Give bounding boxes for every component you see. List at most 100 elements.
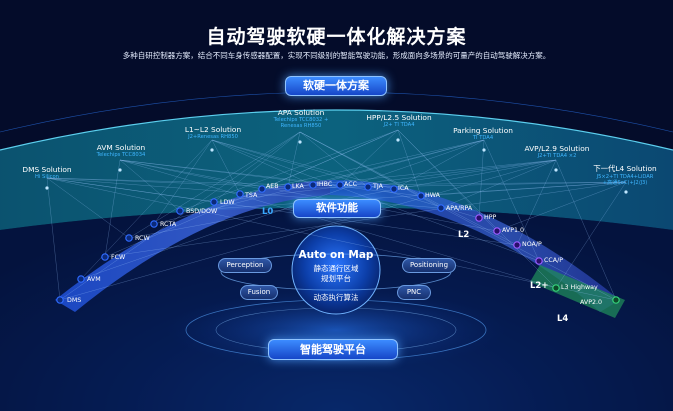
module-perception: Perception — [218, 258, 272, 273]
connection-line-14 — [119, 159, 557, 289]
core-title: Auto on Map — [298, 249, 374, 261]
connection-line-55 — [339, 181, 627, 186]
feature-l3-highway: L3 Highway — [561, 284, 598, 291]
feature-dot-14 — [417, 192, 425, 200]
feature-bsd-dow: BSD/DOW — [186, 208, 218, 215]
feature-dot-19 — [535, 257, 543, 265]
connection-line-49 — [440, 159, 557, 209]
globe — [291, 225, 381, 315]
module-pnc: PNC — [397, 285, 431, 300]
feature-dot-1 — [77, 275, 85, 283]
feature-tsa: TSA — [245, 192, 258, 199]
connection-line-23 — [128, 131, 301, 239]
feature-dot-13 — [390, 185, 398, 193]
feature-acc: ACC — [344, 181, 357, 188]
connection-line-3 — [46, 177, 289, 188]
solution-anchor-6 — [554, 168, 558, 172]
feature-dot-8 — [258, 185, 266, 193]
connection-line-39 — [239, 139, 485, 195]
connection-line-19 — [211, 139, 395, 190]
feature-dot-2 — [101, 253, 109, 261]
connection-line-0 — [46, 177, 61, 301]
core-line2: 规划平台 — [321, 274, 351, 283]
feature-lka: LKA — [292, 183, 304, 190]
feature-dot-3 — [125, 234, 133, 242]
platform-pill: 智能驾驶平台 — [268, 339, 398, 360]
feature-dot-18 — [513, 241, 521, 249]
connection-line-25 — [287, 131, 301, 188]
connection-line-44 — [59, 159, 557, 301]
platform-glow — [166, 290, 506, 370]
connection-line-1 — [46, 177, 130, 239]
feature-dms: DMS — [67, 297, 82, 304]
feature-dot-16 — [475, 214, 483, 222]
level-l4: L4 — [557, 314, 569, 324]
feature-dot-12 — [364, 183, 372, 191]
connection-line-26 — [299, 131, 369, 188]
feature-dot-11 — [336, 181, 344, 189]
connection-line-34 — [397, 129, 422, 197]
feature-dot-6 — [210, 198, 218, 206]
solution-avm: AVM Solution Telechips TCC8034 — [96, 143, 146, 158]
feature-dot-15 — [437, 204, 445, 212]
connection-line-48 — [367, 159, 557, 188]
feature-dot-4 — [150, 220, 158, 228]
connection-line-58 — [555, 181, 627, 289]
connection-line-46 — [213, 159, 557, 203]
connection-line-54 — [261, 181, 627, 190]
solution-anchor-4 — [396, 138, 400, 142]
connection-line-12 — [119, 159, 422, 197]
connection-line-9 — [119, 159, 181, 212]
solution-anchor-1 — [118, 168, 122, 172]
solution-dms: DMS Solution Hi Silicon — [22, 165, 72, 180]
connection-line-32 — [261, 129, 399, 190]
solution-anchor-5 — [482, 148, 486, 152]
connection-line-53 — [179, 181, 627, 212]
connection-line-31 — [179, 129, 399, 212]
connection-line-7 — [46, 177, 617, 301]
connection-line-24 — [213, 131, 301, 203]
connection-line-22 — [59, 131, 301, 301]
solution-next-l4: 下一代L4 Solution J5×2+TI TDA4+LiDAR +高通SoC… — [593, 164, 657, 186]
page-title: 自动驾驶软硬一体化解决方案 — [206, 26, 467, 48]
level-l0: L0 — [262, 207, 274, 217]
connection-line-16 — [153, 139, 213, 225]
connection-line-41 — [393, 139, 485, 190]
solution-l1-l2: L1~L2 Solution J2+Renesas RH850 — [184, 125, 242, 140]
connection-line-28 — [299, 131, 518, 246]
feature-ihbc: IHBC — [317, 181, 333, 188]
module-positioning: Positioning — [402, 258, 456, 273]
module-fusion: Fusion — [240, 285, 278, 300]
connection-line-29 — [299, 131, 617, 301]
connection-line-17 — [211, 139, 241, 195]
software-pill: 软件功能 — [293, 199, 381, 218]
l2plus-band — [530, 265, 625, 318]
feature-dot-9 — [284, 183, 292, 191]
connection-line-33 — [339, 129, 399, 186]
connection-line-6 — [46, 177, 518, 246]
connection-line-10 — [119, 159, 263, 190]
feature-dot-5 — [176, 207, 184, 215]
core-line1: 静态通行区域 — [313, 264, 359, 273]
solution-anchor-3 — [298, 140, 302, 144]
connection-line-56 — [420, 181, 627, 197]
feature-dot-17 — [493, 227, 501, 235]
connection-lines — [45, 129, 628, 301]
feature-avm: AVM — [87, 276, 101, 283]
connection-line-36 — [397, 129, 557, 289]
connection-line-47 — [287, 159, 557, 188]
feature-dot-0 — [56, 296, 64, 304]
connection-line-43 — [483, 139, 540, 262]
solution-anchor-7 — [624, 190, 628, 194]
feature-avp1: AVP1.0 — [502, 227, 525, 234]
connection-line-40 — [312, 139, 485, 186]
solution-anchor-0 — [45, 186, 49, 190]
feature-ica: ICA — [398, 185, 409, 192]
feature-fcw: FCW — [111, 254, 126, 261]
feature-ldw: LDW — [220, 199, 235, 206]
connection-line-52 — [104, 181, 627, 258]
feature-dot-21 — [612, 296, 620, 304]
connection-line-42 — [478, 139, 485, 219]
solution-anchor-2 — [210, 148, 214, 152]
